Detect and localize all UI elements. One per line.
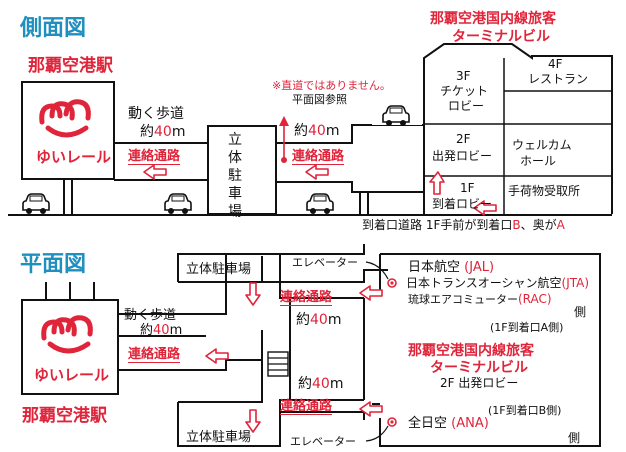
side-parking-box: [207, 125, 277, 215]
side-baggage-label: 手荷物受取所: [508, 184, 581, 198]
side-corridor-2: 連絡通路: [292, 149, 345, 165]
plan-elevator-top: エレベーター: [292, 256, 358, 269]
side-station-name: 那覇空港駅: [28, 56, 113, 76]
side-note-line2: 平面図参照: [292, 93, 347, 106]
plan-walkway-distance: 約40m: [140, 323, 183, 338]
side-floor3-name: チケット: [440, 84, 489, 98]
side-floor2-name: 出発ロビー: [432, 149, 493, 163]
side-station-box: [21, 81, 115, 180]
plan-side-a-note: (1F到着口A側): [490, 321, 564, 334]
side-note-line1: ※直道ではありません。: [272, 79, 391, 92]
side-floor2-level: 2F: [456, 132, 471, 146]
plan-airline-jta: 日本トランスオーシャン航空(JTA): [406, 276, 590, 290]
plan-airline-rac: 琉球エアコミューター(RAC): [408, 292, 552, 306]
side-mid-distance: 約40m: [294, 123, 340, 139]
plan-airline-jal: 日本航空 (JAL): [408, 260, 495, 275]
side-walkway-label: 動く歩道: [128, 106, 184, 122]
side-logo-text: ゆいレール: [36, 148, 112, 166]
side-road-note: 到着口道路 1F手前が到着口B、奥がA: [362, 218, 565, 232]
plan-elevator-bottom: エレベーター: [290, 435, 356, 448]
plan-corridor-bottom: 連絡通路: [280, 399, 333, 415]
plan-side-b-mark: 側: [568, 431, 581, 445]
side-welcome-l2: ホール: [520, 154, 557, 168]
plan-corridor-left: 連絡通路: [128, 347, 181, 363]
plan-terminal-line1: 那覇空港国内線旅客: [408, 343, 534, 359]
side-terminal-line2: ターミナルビル: [452, 29, 550, 45]
side-floor3-level: 3F: [456, 69, 471, 83]
plan-terminal-line2: ターミナルビル: [430, 360, 528, 376]
plan-station-box: [21, 299, 119, 395]
plan-distance-top: 約40m: [296, 312, 342, 328]
side-view-heading: 側面図: [20, 16, 87, 41]
plan-side-a-mark: 側: [574, 305, 587, 319]
side-parking-label: 立体駐車場: [228, 132, 242, 220]
plan-airline-ana: 全日空 (ANA): [408, 416, 489, 431]
side-corridor-1: 連絡通路: [128, 149, 181, 165]
plan-view-heading: 平面図: [20, 252, 87, 277]
plan-terminal-outline: [372, 253, 601, 447]
side-terminal-line1: 那覇空港国内線旅客: [430, 11, 556, 27]
side-floor4-name: レストラン: [528, 72, 589, 86]
plan-station-name: 那覇空港駅: [22, 406, 107, 426]
plan-side-b-note: (1F到着口B側): [488, 404, 562, 417]
plan-logo-text: ゆいレール: [34, 366, 110, 384]
plan-walkway-label: 動く歩道: [124, 308, 177, 323]
plan-parking-top: 立体駐車場: [186, 262, 252, 277]
side-walkway-distance: 約40m: [140, 124, 186, 140]
side-terminal-outline: [423, 43, 613, 214]
plan-corridor-top: 連絡通路: [280, 290, 333, 306]
side-floor4-level: 4F: [548, 57, 563, 71]
plan-terminal-lobby: 2F 出発ロビー: [440, 376, 519, 390]
side-floor3-lobby: ロビー: [448, 99, 485, 113]
plan-distance-bottom: 約40m: [298, 376, 344, 392]
plan-parking-bottom: 立体駐車場: [186, 430, 252, 445]
side-floor1-name: 到着ロビー: [432, 197, 493, 211]
side-welcome-l1: ウェルカム: [512, 138, 572, 152]
side-floor1-level: 1F: [460, 181, 475, 195]
